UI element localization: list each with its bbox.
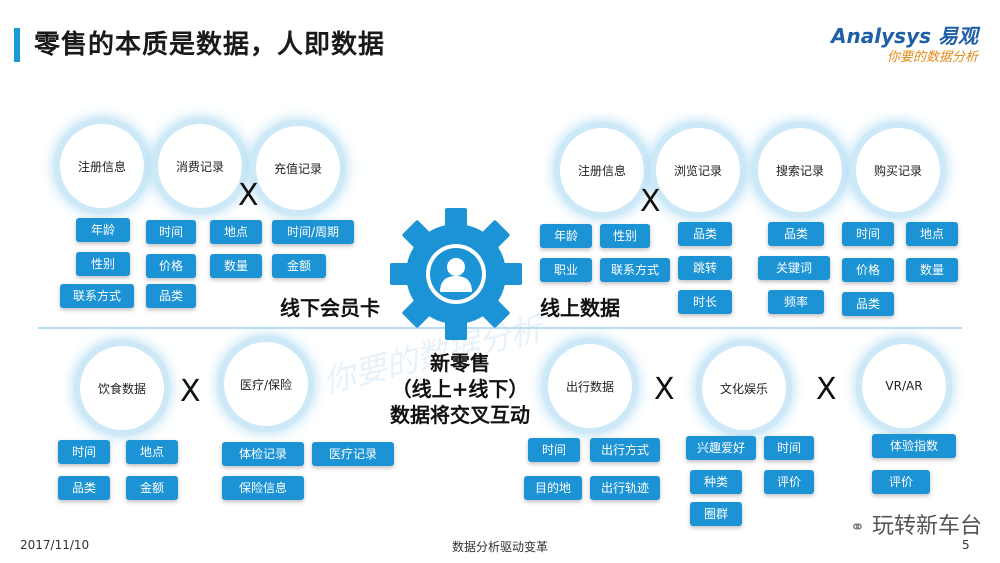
cross-operator: X xyxy=(640,184,661,219)
tag: 体检记录 xyxy=(222,442,304,466)
cloud-register-online: 注册信息 xyxy=(560,128,644,212)
cloud-medical: 医疗/保险 xyxy=(224,342,308,426)
center-line-1: 新零售 xyxy=(430,351,490,375)
tag: 圈群 xyxy=(690,502,742,526)
tag: 品类 xyxy=(146,284,196,308)
wechat-watermark: ⚭ 玩转新车台 xyxy=(850,508,982,540)
tag: 品类 xyxy=(678,222,732,246)
horizontal-divider xyxy=(38,327,962,329)
wechat-icon: ⚭ xyxy=(849,517,865,538)
tag: 时间/周期 xyxy=(272,220,354,244)
tag: 种类 xyxy=(690,470,742,494)
tag: 时间 xyxy=(58,440,110,464)
tag: 时长 xyxy=(678,290,732,314)
title-accent-bar xyxy=(14,28,20,62)
tag: 时间 xyxy=(764,436,814,460)
tag: 年龄 xyxy=(540,224,592,248)
tag: 性别 xyxy=(600,224,650,248)
cloud-purchase: 购买记录 xyxy=(856,128,940,212)
tag: 时间 xyxy=(842,222,894,246)
page-number: 5 xyxy=(962,538,970,552)
tag: 频率 xyxy=(768,290,824,314)
tag: 时间 xyxy=(146,220,196,244)
cloud-diet: 饮食数据 xyxy=(80,346,164,430)
cloud-search: 搜索记录 xyxy=(758,128,842,212)
tag: 兴趣爱好 xyxy=(686,436,756,460)
tag: 价格 xyxy=(146,254,196,278)
wechat-account-name: 玩转新车台 xyxy=(871,514,982,539)
tag: 数量 xyxy=(906,258,958,282)
cloud-vr-ar: VR/AR xyxy=(862,344,946,428)
cloud-recharge: 充值记录 xyxy=(256,126,340,210)
tag: 体验指数 xyxy=(872,434,956,458)
tag: 数量 xyxy=(210,254,262,278)
gear-icon xyxy=(390,208,522,340)
offline-label: 线下会员卡 xyxy=(280,296,380,320)
cross-operator: X xyxy=(654,372,675,407)
brand-logo: Analysys 易观 xyxy=(831,24,978,48)
tag: 联系方式 xyxy=(60,284,134,308)
new-retail-text: 新零售 （线上+线下） 数据将交叉互动 xyxy=(360,350,560,428)
page-title: 零售的本质是数据，人即数据 xyxy=(34,30,386,60)
cloud-entertainment: 文化娱乐 xyxy=(702,346,786,430)
cloud-travel: 出行数据 xyxy=(548,344,632,428)
tag: 年龄 xyxy=(76,218,130,242)
tag: 评价 xyxy=(764,470,814,494)
tag: 目的地 xyxy=(524,476,582,500)
cross-operator: X xyxy=(238,178,259,213)
cloud-browsing: 浏览记录 xyxy=(656,128,740,212)
footer-date: 2017/11/10 xyxy=(20,538,90,552)
tag: 职业 xyxy=(540,258,592,282)
tag: 评价 xyxy=(872,470,930,494)
online-label: 线上数据 xyxy=(540,296,620,320)
tag: 品类 xyxy=(768,222,824,246)
tag: 地点 xyxy=(126,440,178,464)
tag: 品类 xyxy=(58,476,110,500)
cloud-register-offline: 注册信息 xyxy=(60,124,144,208)
tag: 地点 xyxy=(210,220,262,244)
tag: 价格 xyxy=(842,258,894,282)
center-line-2: （线上+线下） xyxy=(391,377,529,401)
center-line-3: 数据将交叉互动 xyxy=(390,403,530,427)
cross-operator: X xyxy=(180,374,201,409)
tag: 联系方式 xyxy=(600,258,670,282)
brand-slogan: 你要的数据分析 xyxy=(886,50,978,65)
tag: 地点 xyxy=(906,222,958,246)
tag: 金额 xyxy=(272,254,326,278)
tag: 跳转 xyxy=(678,256,732,280)
cross-operator: X xyxy=(816,372,837,407)
tag: 出行方式 xyxy=(590,438,660,462)
tag: 出行轨迹 xyxy=(590,476,660,500)
tag: 时间 xyxy=(528,438,580,462)
tag: 医疗记录 xyxy=(312,442,394,466)
tag: 金额 xyxy=(126,476,178,500)
tag: 品类 xyxy=(842,292,894,316)
footer-slogan: 数据分析驱动变革 xyxy=(452,540,549,554)
cloud-consumption: 消费记录 xyxy=(158,124,242,208)
tag: 关键词 xyxy=(758,256,830,280)
tag: 性别 xyxy=(76,252,130,276)
tag: 保险信息 xyxy=(222,476,304,500)
